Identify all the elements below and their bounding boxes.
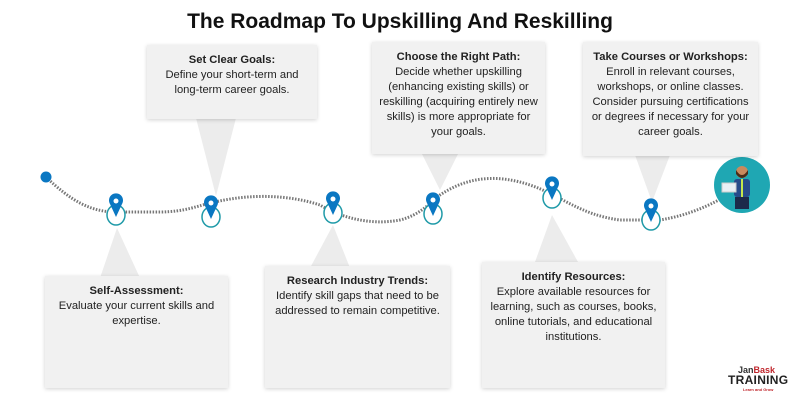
step-text: Identify skill gaps that need to be addr… xyxy=(275,290,440,317)
location-pin-icon xyxy=(643,198,658,222)
callout-pointer xyxy=(310,225,350,268)
pin-hole xyxy=(549,181,555,187)
location-pin-icon xyxy=(326,191,341,215)
location-pin-icon xyxy=(109,193,124,217)
step-heading: Identify Resources: xyxy=(521,271,626,283)
callout-pointer xyxy=(535,215,578,262)
location-pin-icon xyxy=(204,195,219,219)
callout-pointer xyxy=(635,155,670,202)
step-text: Explore available resources for learning… xyxy=(490,286,657,343)
callout-pointer xyxy=(196,118,236,196)
step-heading: Set Clear Goals: xyxy=(188,54,276,66)
step-self-assessment: Self-Assessment: Evaluate your current s… xyxy=(45,276,228,388)
pin-hole xyxy=(330,196,336,202)
step-heading: Research Industry Trends: xyxy=(286,275,429,287)
page-title: The Roadmap To Upskilling And Reskilling xyxy=(187,10,613,33)
step-text: Decide whether upskilling (enhancing exi… xyxy=(379,66,538,138)
step-text: Define your short-term and long-term car… xyxy=(165,69,299,96)
step-heading: Choose the Right Path: xyxy=(396,51,521,63)
dotted-path xyxy=(44,175,729,224)
step-take-courses: Take Courses or Workshops: Enroll in rel… xyxy=(583,42,758,156)
callout-pointer xyxy=(100,228,140,278)
step-research-trends: Research Industry Trends: Identify skill… xyxy=(265,266,450,388)
step-heading: Take Courses or Workshops: xyxy=(593,51,748,63)
janbask-logo: JanBask TRAINING Learn and Grow xyxy=(728,365,789,392)
step-text: Enroll in relevant courses, workshops, o… xyxy=(591,66,750,138)
location-pin-icon xyxy=(426,192,441,216)
pin-hole xyxy=(430,197,436,203)
pins xyxy=(106,176,661,231)
step-choose-right-path: Choose the Right Path: Decide whether up… xyxy=(372,42,545,154)
step-set-clear-goals: Set Clear Goals: Define your short-term … xyxy=(147,45,317,119)
callout-pointer xyxy=(420,150,460,190)
location-pin-icon xyxy=(545,176,559,200)
person-icon xyxy=(721,166,750,209)
pin-hole xyxy=(208,200,214,206)
step-heading: Self-Assessment: xyxy=(89,285,184,297)
step-identify-resources: Identify Resources: Explore available re… xyxy=(482,262,665,388)
pin-hole xyxy=(113,198,119,204)
step-text: Evaluate your current skills and experti… xyxy=(58,300,215,327)
pin-hole xyxy=(648,203,654,209)
start-dot xyxy=(40,171,52,183)
